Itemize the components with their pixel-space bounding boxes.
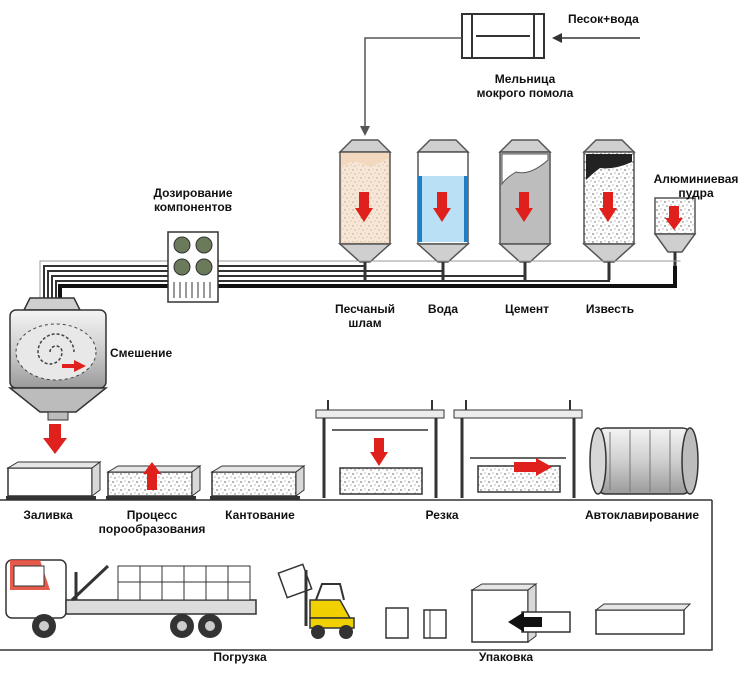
- label-tilting: Кантование: [225, 508, 295, 522]
- label-mill-line2: мокрого помола: [476, 86, 574, 100]
- packaged-blocks: [385, 607, 447, 639]
- wet-mill: [461, 13, 545, 59]
- label-pore-line1: Процесс: [126, 508, 178, 522]
- sand-water-feed-arrow: [552, 33, 640, 43]
- label-aluminum-line2: пудра: [678, 186, 714, 200]
- label-sand-sludge-line2: шлам: [348, 316, 382, 330]
- label-packing: Упаковка: [478, 650, 534, 664]
- label-sand-water: Песок+вода: [568, 12, 639, 26]
- label-dosing: Дозирование компонентов: [138, 186, 248, 214]
- feed-pipeline: [39, 260, 681, 300]
- label-dosing-line2: компонентов: [153, 200, 233, 214]
- label-pore-line2: порообразования: [98, 522, 206, 536]
- mould-pouring: [6, 461, 102, 500]
- mould-tilting: [210, 465, 306, 500]
- forklift: [277, 563, 355, 639]
- label-cement: Цемент: [504, 302, 550, 316]
- production-floor: [0, 499, 713, 651]
- label-cutting: Резка: [425, 508, 459, 522]
- label-autoclave: Автоклавирование: [585, 508, 699, 522]
- label-dosing-line1: Дозирование: [153, 186, 233, 200]
- mould-pore-formation: [106, 462, 202, 500]
- label-lime: Известь: [585, 302, 635, 316]
- mixer-down-arrow: [43, 424, 67, 454]
- label-aluminum: Алюминиевая пудра: [646, 172, 746, 200]
- silo-lime: [582, 139, 636, 280]
- label-loading: Погрузка: [213, 650, 267, 664]
- autoclave: [589, 427, 699, 495]
- label-mill: Мельница мокрого помола: [460, 72, 590, 100]
- label-sand-sludge: Песчаный шлам: [325, 302, 405, 330]
- mill-to-silo-line: [360, 37, 462, 136]
- mixer: [7, 297, 109, 421]
- silo-water: [416, 139, 470, 280]
- truck: [5, 559, 257, 638]
- label-mixing: Смешение: [110, 346, 173, 360]
- label-aluminum-line1: Алюминиевая: [653, 172, 739, 186]
- label-pore-formation: Процесс порообразования: [96, 508, 208, 536]
- dosing-unit: [167, 231, 219, 303]
- label-sand-sludge-line1: Песчаный: [334, 302, 396, 316]
- packing-station: [470, 583, 692, 643]
- cutting-station-1: [315, 400, 445, 498]
- label-mill-line1: Мельница: [494, 72, 556, 86]
- cutting-station-2: [453, 400, 583, 498]
- silo-cement: [498, 139, 552, 280]
- label-water: Вода: [427, 302, 459, 316]
- aluminum-powder-hopper: [653, 197, 697, 268]
- label-pouring: Заливка: [23, 508, 73, 522]
- silo-sand-sludge: [338, 139, 392, 280]
